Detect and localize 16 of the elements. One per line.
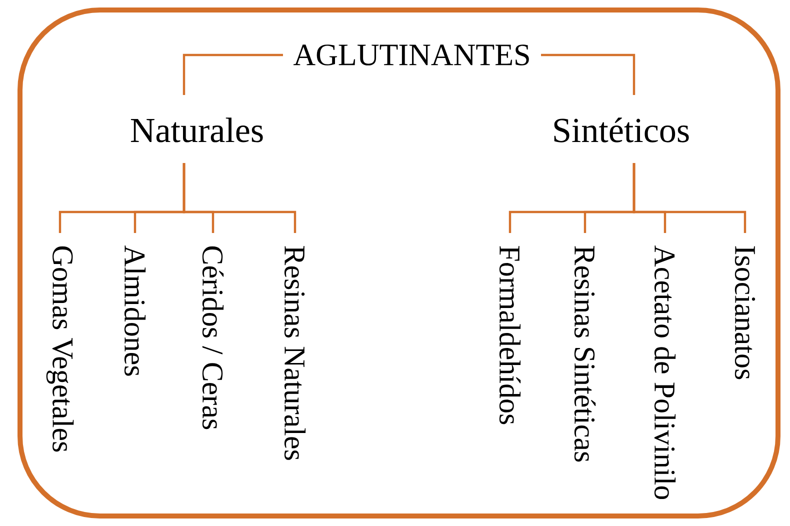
category-label: Naturales [130, 118, 263, 142]
category-label: Sintéticos [554, 118, 689, 142]
leaf-label: Isocianatos [734, 246, 756, 380]
leaf-label: Acetato de Polivinilo [654, 246, 676, 500]
connector-line [632, 163, 746, 233]
rounded-frame [18, 8, 780, 518]
leaf-label: Formaldehídos [499, 246, 521, 424]
leaf-label: Almidones [124, 246, 146, 376]
leaf-label: Resinas Sintéticas [574, 246, 596, 462]
connector-line [182, 163, 296, 233]
connector-line [541, 54, 636, 95]
leaf-label: Resinas Naturales [284, 246, 306, 460]
leaf-label: Céridos / Ceras [202, 246, 224, 430]
leaf-label: Gomas Vegetales [46, 246, 74, 452]
title-text: AGLUTINANTES [294, 44, 529, 66]
connector-line [182, 54, 283, 95]
